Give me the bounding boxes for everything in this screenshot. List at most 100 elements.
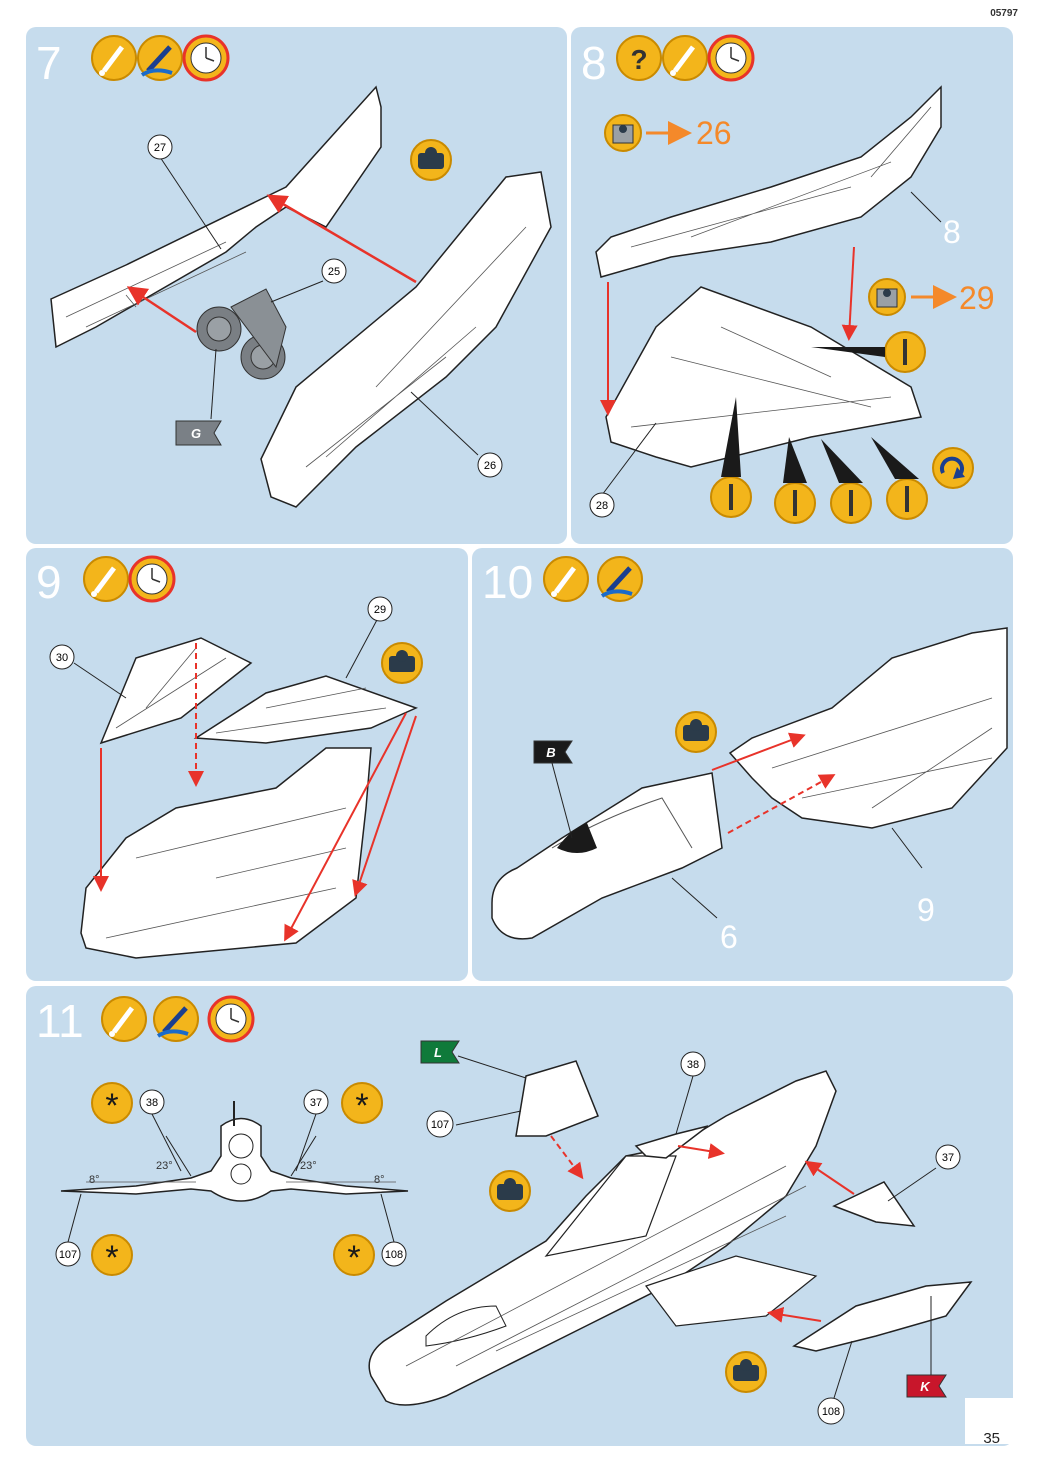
- step-10-panel: 10 B 6 9: [472, 548, 1013, 981]
- step-8-panel: 8 ? 26 29 8 28: [571, 27, 1013, 544]
- tape-icon: [381, 642, 423, 684]
- ref-target-29: 29: [959, 280, 995, 316]
- svg-text:*: *: [105, 1087, 118, 1125]
- svg-text:*: *: [355, 1087, 368, 1125]
- symmetric-icon: *: [91, 1234, 133, 1277]
- lower-fuselage: [80, 747, 372, 959]
- drill-icon: [710, 397, 752, 518]
- part-callout: 37: [303, 1089, 329, 1115]
- step-number: 8: [581, 37, 607, 89]
- glue-icon: [101, 996, 147, 1042]
- svg-text:107: 107: [59, 1249, 77, 1261]
- tape-icon: [489, 1170, 531, 1212]
- part-callout: 37: [935, 1144, 961, 1170]
- svg-text:*: *: [105, 1239, 118, 1277]
- svg-text:29: 29: [374, 604, 386, 616]
- svg-text:*: *: [347, 1239, 360, 1277]
- svg-text:26: 26: [484, 460, 496, 472]
- part-108: [792, 1281, 973, 1352]
- svg-text:38: 38: [146, 1097, 158, 1109]
- angle-label: 23°: [300, 1160, 317, 1172]
- fuselage-half-26: [260, 171, 552, 508]
- tape-icon: [725, 1351, 767, 1393]
- glue-icon: [83, 556, 129, 602]
- drill-icon: [774, 437, 816, 524]
- part-callout: 28: [589, 492, 615, 518]
- step-number: 11: [36, 995, 84, 1047]
- tape-icon: [410, 139, 452, 181]
- drill-icon: [821, 439, 872, 524]
- part-callout: 26: [477, 452, 503, 478]
- part-callout: 108: [381, 1241, 407, 1267]
- part-callout: 30: [49, 644, 75, 670]
- svg-text:K: K: [920, 1379, 931, 1394]
- part-label-8: 8: [943, 214, 961, 250]
- part-callout: 38: [139, 1089, 165, 1115]
- svg-text:30: 30: [56, 652, 68, 664]
- glue-icon: [662, 35, 708, 81]
- step-11-panel: 11 23° 23° 8° 8° * * * * 38 37: [26, 986, 1013, 1446]
- aft-fuselage-9: [728, 627, 1008, 829]
- tape-icon: [675, 711, 717, 753]
- svg-text:L: L: [434, 1045, 442, 1060]
- angle-label: 8°: [374, 1174, 385, 1186]
- front-view-diagram: [60, 1101, 409, 1202]
- part-37: [832, 1181, 916, 1227]
- color-flag-l: L: [420, 1040, 460, 1064]
- glue-icon: [543, 556, 589, 602]
- svg-text:108: 108: [822, 1406, 840, 1418]
- step-number: 7: [36, 37, 62, 89]
- svg-text:B: B: [546, 745, 555, 760]
- drill-icon: [871, 437, 928, 520]
- svg-text:108: 108: [385, 1249, 403, 1261]
- color-flag-b: B: [533, 740, 573, 764]
- rotate-icon: [932, 447, 974, 489]
- step-number: 10: [482, 556, 534, 608]
- paint-brush-icon: [137, 35, 183, 81]
- part-callout: 25: [321, 258, 347, 284]
- page-number-box: [965, 1398, 1013, 1444]
- angle-label: 23°: [156, 1160, 173, 1172]
- clock-icon: [707, 34, 755, 82]
- wing-part-29: [193, 675, 419, 744]
- glue-icon: [91, 35, 137, 81]
- wing-part-30: [99, 637, 253, 745]
- clock-icon: [128, 555, 176, 603]
- clock-icon: [182, 34, 230, 82]
- svg-text:38: 38: [687, 1059, 699, 1071]
- ref-target-26: 26: [696, 115, 732, 151]
- paint-brush-icon: [597, 556, 643, 602]
- fuselage-half-27: [50, 85, 382, 349]
- exhaust-part-25: [196, 288, 287, 380]
- part-callout: 107: [55, 1241, 81, 1267]
- svg-text:37: 37: [942, 1152, 954, 1164]
- paint-brush-icon: [153, 996, 199, 1042]
- part-callout: 108: [817, 1397, 845, 1425]
- svg-text:37: 37: [310, 1097, 322, 1109]
- question-icon: ?: [616, 35, 662, 81]
- part-callout: 107: [426, 1110, 454, 1138]
- fin-part-107: [515, 1060, 599, 1137]
- lower-fuselage-28: [605, 286, 922, 468]
- svg-text:G: G: [191, 426, 201, 441]
- step-number: 9: [36, 556, 62, 608]
- step-9-panel: 9 30 29: [26, 548, 468, 981]
- symmetric-icon: *: [341, 1082, 383, 1125]
- step-7-panel: 7 27 25 26: [26, 27, 567, 544]
- svg-text:27: 27: [154, 142, 166, 154]
- part-label-9: 9: [917, 892, 935, 928]
- svg-text:?: ?: [630, 44, 647, 75]
- view-box-icon: [868, 278, 906, 316]
- part-callout: 27: [147, 134, 173, 160]
- svg-text:107: 107: [431, 1119, 449, 1131]
- document-code: 05797: [990, 8, 1018, 19]
- part-callout: 29: [367, 596, 393, 622]
- page-number: 35: [983, 1430, 1000, 1447]
- svg-text:28: 28: [596, 500, 608, 512]
- part-38: [634, 1125, 709, 1159]
- color-flag-g: G: [175, 420, 222, 446]
- angle-label: 8°: [89, 1174, 100, 1186]
- view-box-icon: [604, 114, 642, 152]
- svg-text:25: 25: [328, 266, 340, 278]
- clock-icon: [207, 995, 255, 1043]
